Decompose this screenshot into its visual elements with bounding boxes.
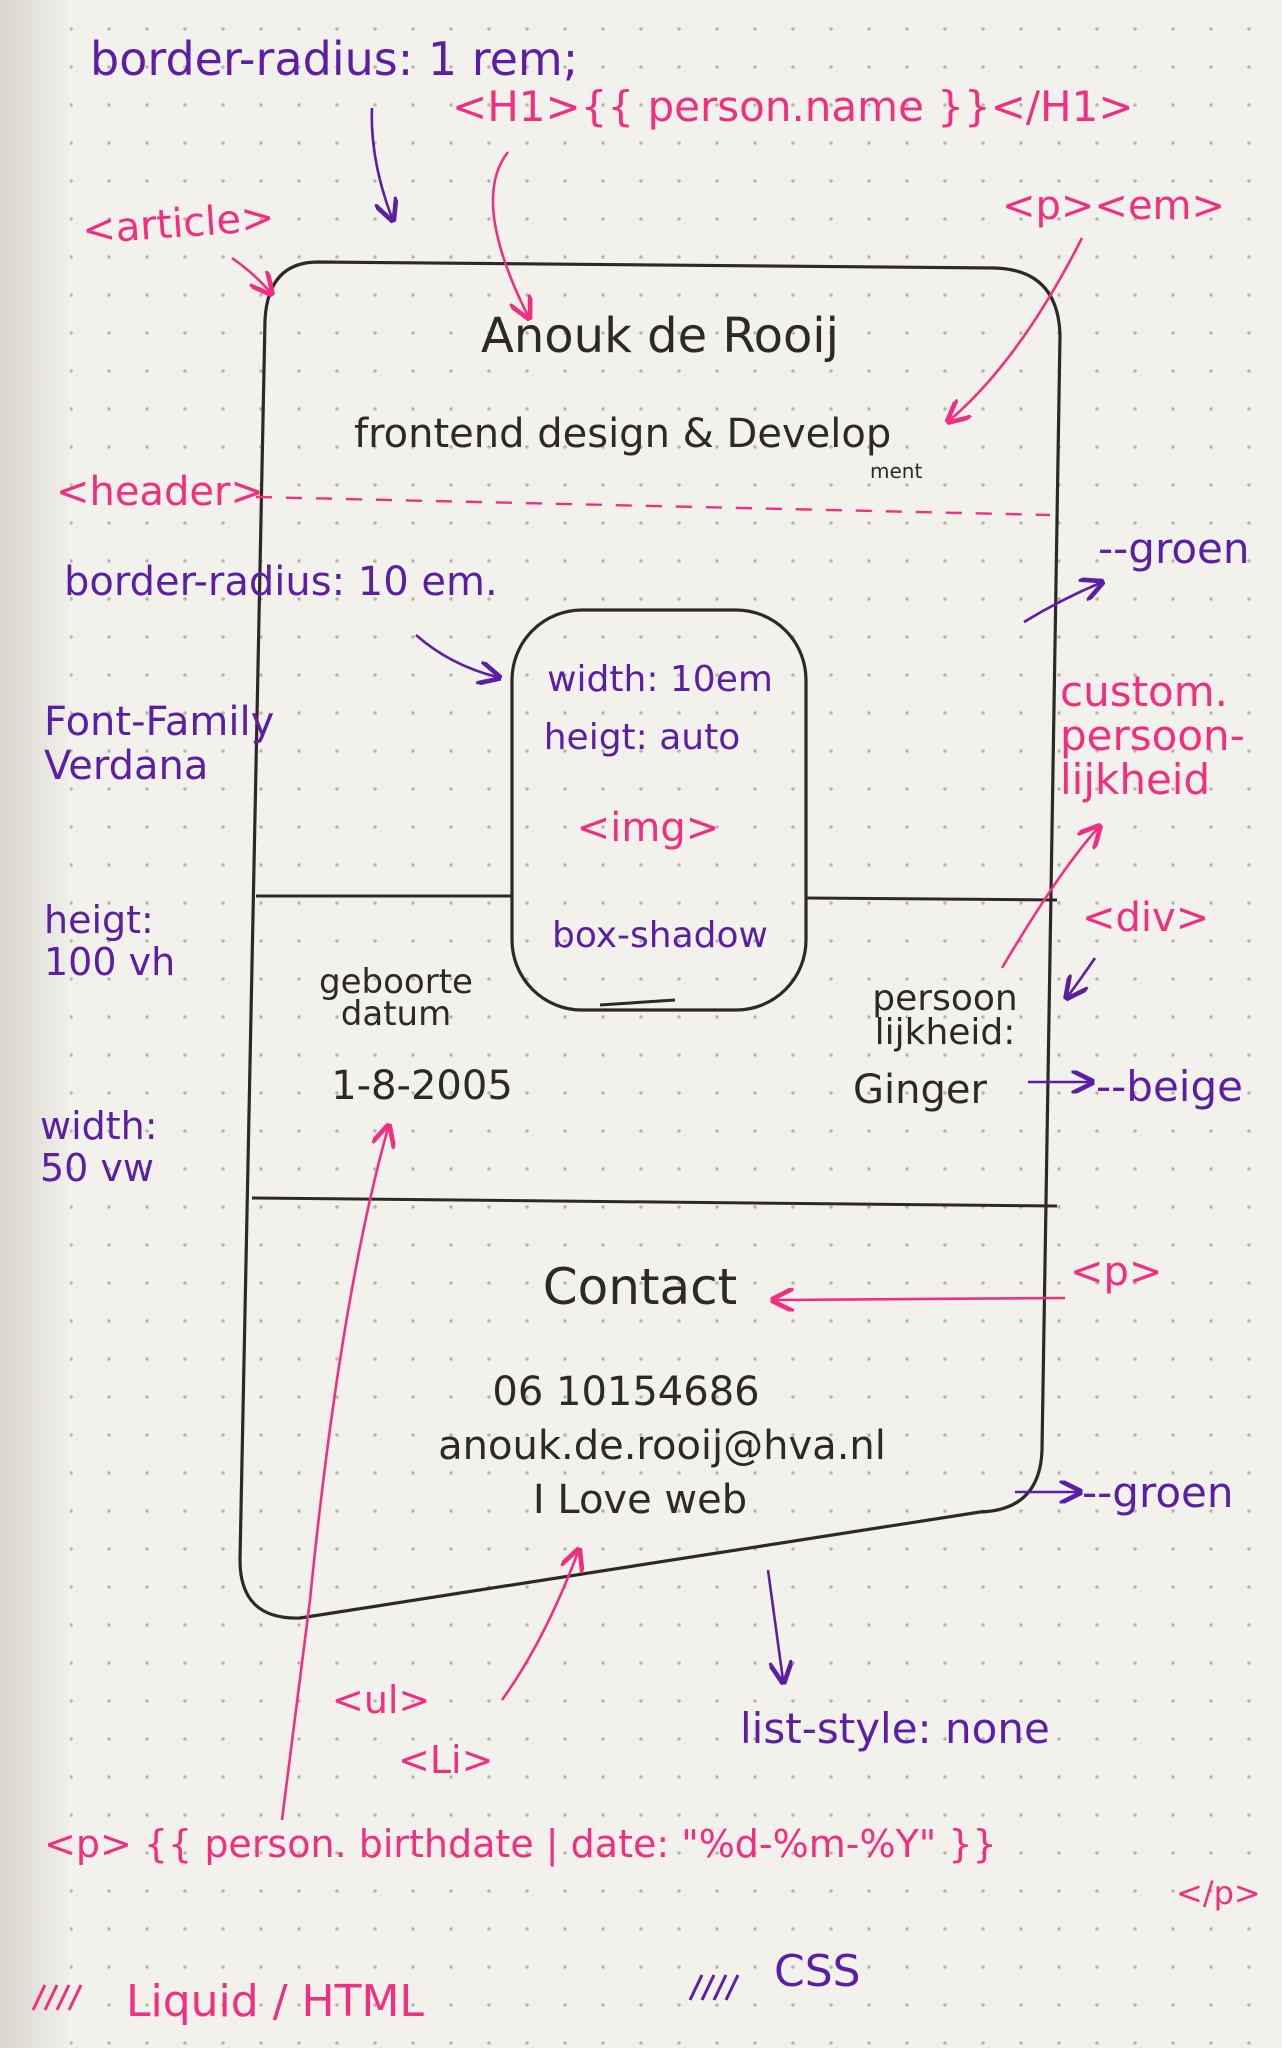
arrow-radius-1rem [370, 107, 392, 218]
annotation-width-50vw: width: 50 vw [40, 1104, 158, 1190]
annotation-list-style: list-style: none [740, 1704, 1050, 1753]
annotation-heigt-100vh: heigt: 100 vh [44, 898, 176, 984]
legend-hatch-purple [688, 1974, 740, 2001]
annotation-h1-tag: <H1>{{ person.name }}</H1> [452, 82, 1134, 131]
section-line-lower [251, 1196, 1058, 1208]
annotation-custom-persoonlijkheid: custom. persoon- lijkheid [1060, 667, 1245, 805]
annotation-beige: --beige [1096, 1062, 1243, 1111]
contact-title: Contact [542, 1258, 738, 1316]
personality-value: Ginger [853, 1067, 987, 1113]
annotation-header-tag: <header> [56, 469, 264, 515]
arrow-custom [1000, 828, 1098, 969]
arrow-p-contact [775, 1298, 1066, 1300]
annotation-ul-tag: <ul> [332, 1678, 431, 1722]
annotation-border-radius-10em: border-radius: 10 em. [64, 559, 498, 605]
contact-item-love-web: I Love web [532, 1477, 748, 1523]
header-divider [255, 495, 1051, 517]
arrow-birthdate [280, 1128, 388, 1821]
legend-css: CSS [774, 1946, 861, 1997]
img-width-note: width: 10em [547, 659, 773, 700]
annotation-p-tag: <p> [1070, 1249, 1163, 1295]
legend-hatch-pink [31, 1984, 83, 2011]
image-box [510, 608, 808, 1012]
arrow-p-em [950, 237, 1084, 420]
page-gutter-shadow [0, 0, 70, 2048]
arrow-article [231, 256, 270, 292]
img-height-note: heigt: auto [543, 717, 741, 758]
annotation-font-family: Font-Family Verdana [44, 699, 275, 789]
arrow-list-style [766, 1569, 783, 1680]
birth-label: geboorte datum [319, 962, 473, 1035]
img-shadow-note: box-shadow [551, 915, 769, 956]
arrow-h1 [491, 151, 528, 316]
arrow-groen-1 [1023, 583, 1100, 624]
card-outline [238, 260, 1062, 1620]
annotation-birthdate-close: </p> [1176, 1874, 1261, 1912]
personality-label: persoon lijkheid: [872, 978, 1018, 1054]
arrow-div [1068, 957, 1097, 996]
annotation-birthdate-liquid: <p> {{ person. birthdate | date: "%d-%m-… [44, 1822, 997, 1866]
section-line-upper-right [805, 896, 1058, 902]
annotation-groen-2: --groen [1082, 1468, 1234, 1517]
card-subtitle-suffix: ment [870, 459, 923, 483]
annotation-p-em-tag: <p><em> [1002, 183, 1226, 229]
arrow-ul-li [500, 1552, 578, 1701]
contact-item-email: anouk.de.rooij@hva.nl [438, 1423, 886, 1469]
annotation-div-tag: <div> [1082, 895, 1210, 941]
annotation-border-radius-1rem: border-radius: 1 rem; [90, 32, 579, 86]
image-shadow-stroke [599, 998, 676, 1007]
contact-item-phone: 06 10154686 [492, 1369, 760, 1415]
legend-liquid-html: Liquid / HTML [126, 1976, 424, 2027]
birth-value: 1-8-2005 [331, 1063, 513, 1109]
annotation-groen-1: --groen [1098, 524, 1250, 573]
img-tag-note: <img> [576, 805, 720, 851]
card-name-heading: Anouk de Rooij [481, 308, 839, 364]
card-subtitle: frontend design & Develop [354, 411, 892, 457]
arrow-radius-10em [415, 634, 497, 677]
annotation-li-tag: <Li> [398, 1738, 494, 1782]
